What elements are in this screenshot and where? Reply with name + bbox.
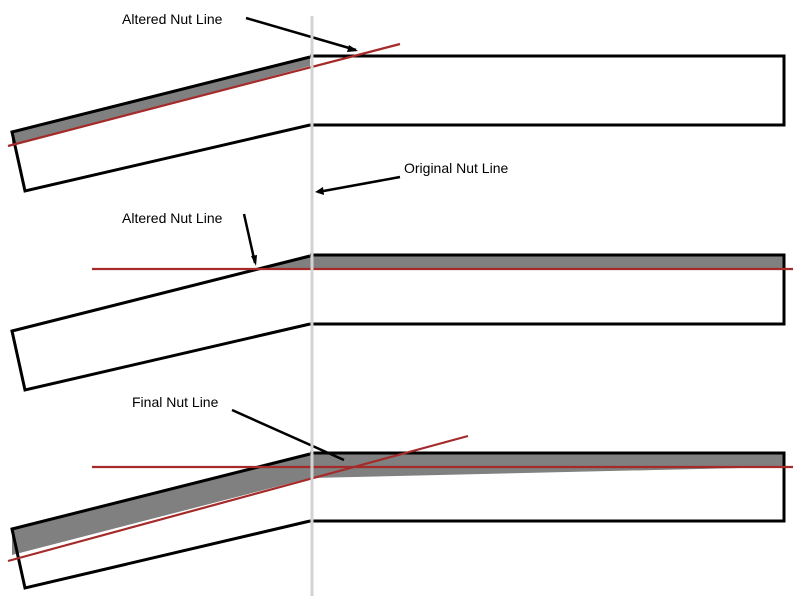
final-angled-line-red <box>7 434 469 563</box>
final-nut-line-pointer <box>231 408 345 462</box>
altered-nut-line-arrowhead <box>251 255 257 266</box>
original-nut-line-arrowhead <box>315 187 324 195</box>
removed-material-final <box>12 454 784 555</box>
original-nut-line-label: Original Nut Line <box>404 160 508 176</box>
panel-altered-neck: Altered Nut Line <box>10 210 793 392</box>
final-nut-line-label: Final Nut Line <box>132 394 219 410</box>
altered-nut-line-pointer <box>242 213 257 264</box>
altered-nut-line-red <box>7 42 401 148</box>
altered-nut-line-label-1: Altered Nut Line <box>122 11 223 27</box>
neck-outline <box>310 253 786 326</box>
removed-material-neck <box>255 256 784 270</box>
headstock-outline <box>10 254 311 392</box>
headstock-outline <box>10 55 311 193</box>
original-nut-line-pointer <box>317 175 401 194</box>
neck-outline <box>310 451 786 523</box>
altered-nut-line-label-2: Altered Nut Line <box>122 210 223 226</box>
neck-outline <box>310 54 786 127</box>
altered-nut-line-arrowhead <box>347 45 358 52</box>
panel-final: Final Nut Line <box>7 394 793 590</box>
altered-nut-line-pointer <box>245 16 357 52</box>
panel-altered-headstock: Altered Nut Line <box>7 11 786 193</box>
removed-material-headstock <box>12 57 310 146</box>
